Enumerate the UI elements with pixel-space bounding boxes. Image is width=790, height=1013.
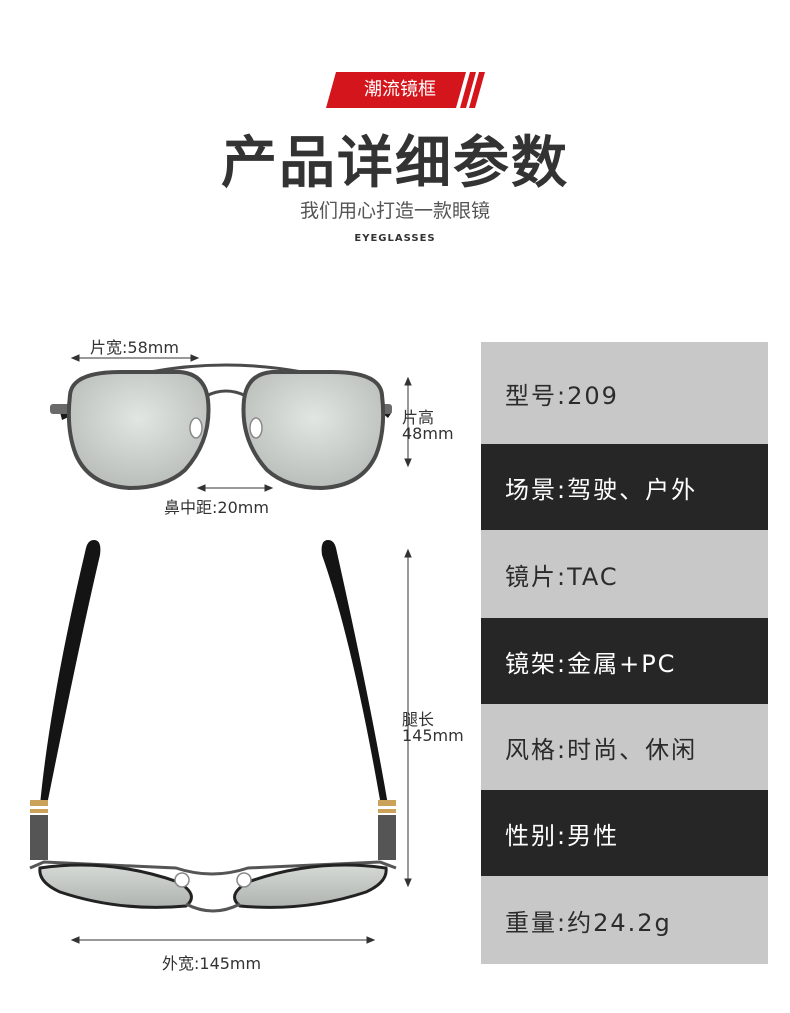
left-temple-band-2 <box>30 809 48 813</box>
top-left-lens <box>38 863 193 909</box>
left-temple-hinge <box>30 815 48 860</box>
right-temple <box>321 540 388 805</box>
spec-row-frame: 镜架:金属+PC <box>481 618 768 704</box>
top-bridge-view <box>185 902 241 913</box>
top-view-glasses <box>29 540 397 913</box>
page-title: 产品详细参数 <box>221 131 569 196</box>
left-nose-pad <box>189 417 203 439</box>
header-badge: 潮流镜框 <box>326 72 486 108</box>
top-right-lens <box>233 863 388 909</box>
spec-row-scene: 场景:驾驶、户外 <box>481 444 768 530</box>
bridge-line <box>196 484 274 492</box>
right-temple-band-1 <box>378 800 396 806</box>
spec-row-weight: 重量:约24.2g <box>481 876 768 964</box>
left-temple <box>40 540 101 805</box>
total-width-line <box>70 936 376 944</box>
temple-length-label-a: 腿长 <box>402 710 435 729</box>
lens-height-label-b: 48mm <box>402 424 454 443</box>
right-lens <box>241 370 386 491</box>
lens-height-line <box>404 376 412 468</box>
temple-length-line <box>404 548 412 888</box>
total-width-label: 外宽:145mm <box>162 954 262 973</box>
temple-length-label-b: 145mm <box>402 726 464 745</box>
badge-label: 潮流镜框 <box>364 79 436 100</box>
page-subtitle: 我们用心打造一款眼镜 <box>299 200 490 222</box>
spec-row-lens: 镜片:TAC <box>481 530 768 618</box>
left-temple-band-1 <box>30 800 48 806</box>
right-temple-band-2 <box>378 809 396 813</box>
left-lens <box>66 370 211 491</box>
english-caption: EYEGLASSES <box>354 233 436 244</box>
top-bridge <box>149 363 303 374</box>
lens-height-label-a: 片高 <box>402 408 435 427</box>
spec-row-model: 型号:209 <box>481 342 768 444</box>
right-temple-hinge <box>378 815 396 860</box>
spec-row-gender: 性别:男性 <box>481 790 768 876</box>
nose-bridge <box>205 389 247 398</box>
lens-width-label: 片宽:58mm <box>90 338 179 357</box>
top-left-nose-pad <box>174 872 190 888</box>
badge-shape <box>326 72 485 108</box>
right-nose-pad <box>249 417 263 439</box>
front-view-glasses <box>50 363 392 491</box>
bridge-label: 鼻中距:20mm <box>164 498 269 517</box>
lens-width-line <box>70 354 200 362</box>
top-frame <box>29 860 397 876</box>
left-hinge <box>50 404 72 414</box>
spec-row-style: 风格:时尚、休闲 <box>481 704 768 790</box>
top-right-nose-pad <box>236 872 252 888</box>
